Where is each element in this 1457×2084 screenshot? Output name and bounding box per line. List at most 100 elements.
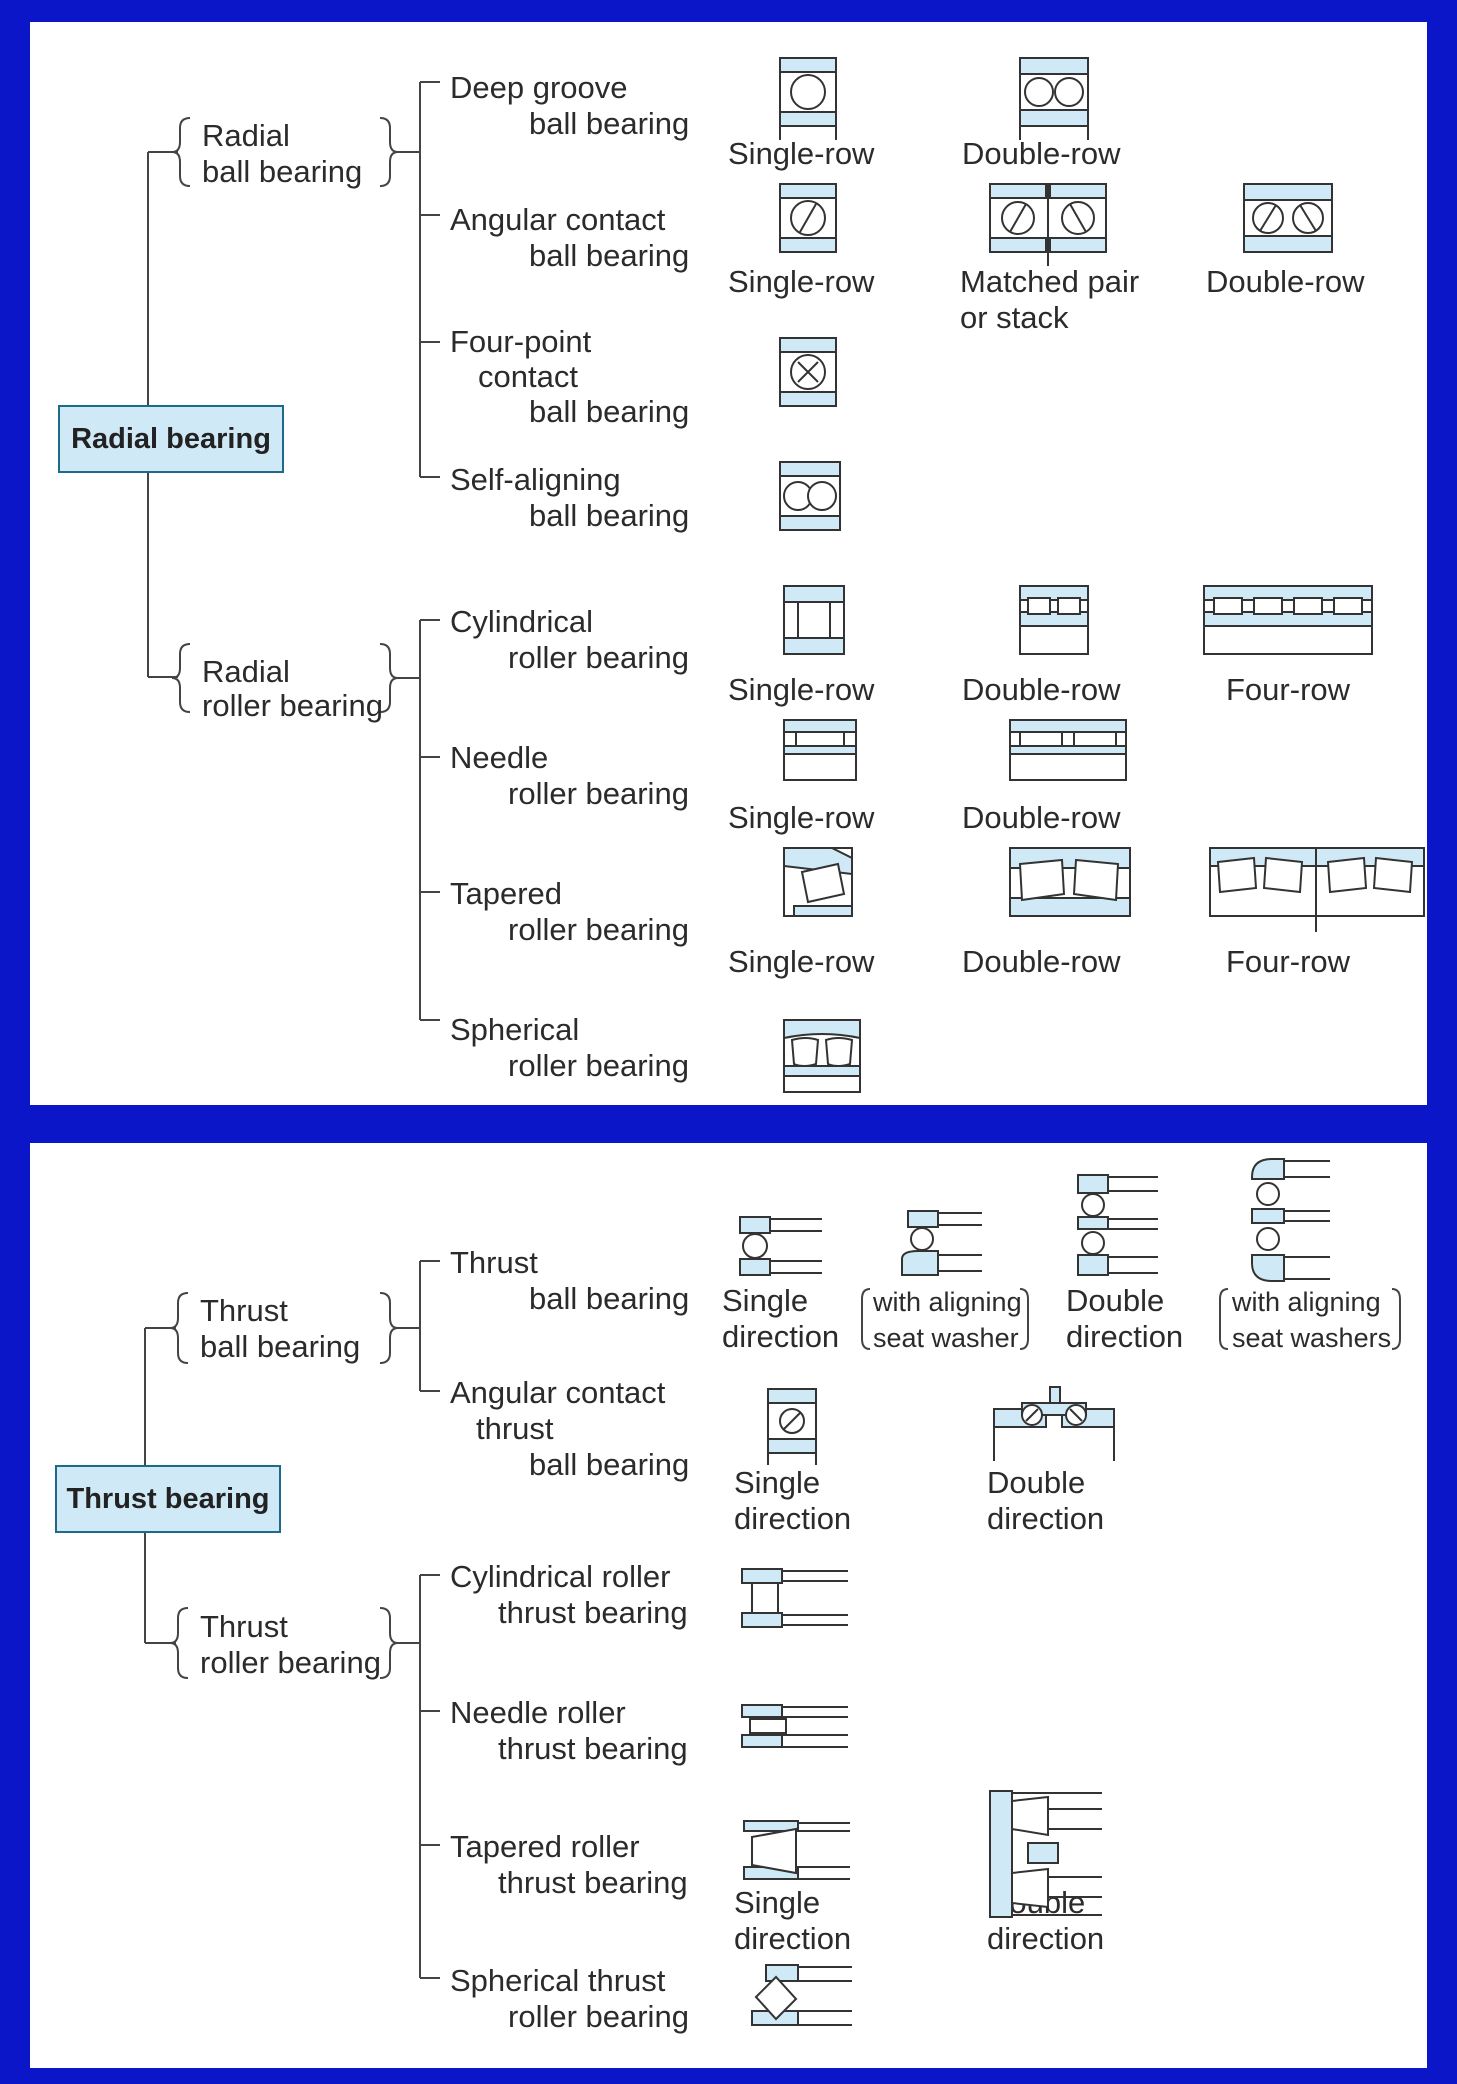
cyl-four-caption: Four-row xyxy=(1226,672,1351,707)
aligning-brackets xyxy=(861,1288,1401,1350)
spherical-thrust-l2: roller bearing xyxy=(508,1999,689,2034)
cylindrical-single-icon xyxy=(783,585,845,655)
angular-single-icon xyxy=(779,183,837,253)
tapered-double-caption: Double-row xyxy=(962,944,1121,979)
thrust-ball-aligning2-icon xyxy=(1251,1158,1330,1282)
angular-single-caption: Single-row xyxy=(728,264,875,299)
thrust-ball-double-icon xyxy=(1077,1174,1158,1276)
thrust-roller-group-l2: roller bearing xyxy=(200,1645,381,1680)
thrust-roller-group-l1: Thrust xyxy=(200,1609,288,1644)
deep-groove-single-caption: Single-row xyxy=(728,136,875,171)
cyl-thrust-icon xyxy=(741,1568,848,1628)
angular-thrust-double-icon xyxy=(993,1386,1115,1461)
cylindrical-l1: Cylindrical xyxy=(450,604,593,639)
thrust-ball-group-l2: ball bearing xyxy=(200,1329,361,1364)
spherical-thrust-icon xyxy=(751,1964,852,2026)
needle-thrust-l2: thrust bearing xyxy=(498,1731,688,1766)
radial-bearing-panel: Radial bearing Radial ball bearing Radia… xyxy=(30,22,1427,1105)
tapered-four-caption: Four-row xyxy=(1226,944,1351,979)
angular-thrust-l1b: thrust xyxy=(476,1411,554,1446)
angular-matched-caption-l2: or stack xyxy=(960,300,1069,335)
deep-groove-l2: ball bearing xyxy=(529,106,690,141)
needle-double-icon xyxy=(1009,719,1127,781)
cyl-single-caption: Single-row xyxy=(728,672,875,707)
angular-thrust-double-l1: Double xyxy=(987,1465,1086,1500)
angular-double-icon xyxy=(1243,183,1333,253)
needle-thrust-l1: Needle roller xyxy=(450,1695,626,1730)
needle-single-icon xyxy=(783,719,857,781)
tapered-thrust-double-l2: direction xyxy=(987,1921,1105,1956)
tapered-single-caption: Single-row xyxy=(728,944,875,979)
angular-matched-pair-icon xyxy=(989,183,1107,266)
thrust-ball-aligning2-l2: seat washers xyxy=(1232,1323,1392,1353)
radial-bearing-root: Radial bearing xyxy=(58,405,284,473)
self-aligning-icon xyxy=(779,461,841,531)
radial-tree-lines xyxy=(147,81,440,1021)
angular-thrust-single-l2: direction xyxy=(734,1501,852,1536)
thrust-ball-aligning2-l1: with aligning xyxy=(1232,1287,1381,1317)
tapered-l1: Tapered xyxy=(450,876,563,911)
angular-contact-l2: ball bearing xyxy=(529,238,690,273)
cyl-thrust-l1: Cylindrical roller xyxy=(450,1559,671,1594)
radial-roller-group-l1: Radial xyxy=(202,654,290,689)
four-point-icon xyxy=(779,337,837,407)
deep-groove-l1: Deep groove xyxy=(450,70,628,105)
angular-thrust-single-icon xyxy=(767,1388,817,1465)
angular-thrust-l1: Angular contact xyxy=(450,1375,666,1410)
tapered-thrust-single-icon xyxy=(743,1820,850,1880)
spherical-roller-icon xyxy=(783,1019,861,1093)
angular-thrust-double-l2: direction xyxy=(987,1501,1105,1536)
spherical-l2: roller bearing xyxy=(508,1048,689,1083)
deep-groove-double-caption: Double-row xyxy=(962,136,1121,171)
thrust-ball-single-l1: Single xyxy=(722,1283,809,1318)
angular-matched-caption-l1: Matched pair xyxy=(960,264,1140,299)
thrust-bearing-root: Thrust bearing xyxy=(55,1465,281,1533)
needle-single-caption: Single-row xyxy=(728,800,875,835)
tapered-thrust-single-l2: direction xyxy=(734,1921,852,1956)
four-point-l1: Four-point xyxy=(450,324,592,359)
spherical-thrust-l1: Spherical thrust xyxy=(450,1963,666,1998)
tapered-l2: roller bearing xyxy=(508,912,689,947)
radial-roller-group-l2: roller bearing xyxy=(202,688,383,723)
thrust-ball-aligning-l2: seat washer xyxy=(873,1323,1019,1353)
thrust-ball-l1: Thrust xyxy=(450,1245,538,1280)
thrust-ball-aligning-l1: with aligning xyxy=(873,1287,1022,1317)
radial-ball-group-l1: Radial xyxy=(202,118,290,153)
tapered-thrust-single-l1: Single xyxy=(734,1885,821,1920)
deep-groove-single-icon xyxy=(779,57,837,140)
cyl-double-caption: Double-row xyxy=(962,672,1121,707)
tapered-thrust-l2: thrust bearing xyxy=(498,1865,688,1900)
tapered-four-icon xyxy=(1209,847,1425,932)
self-aligning-l1: Self-aligning xyxy=(450,462,621,497)
needle-double-caption: Double-row xyxy=(962,800,1121,835)
radial-ball-group-l2: ball bearing xyxy=(202,154,363,189)
spherical-l1: Spherical xyxy=(450,1012,580,1047)
needle-thrust-icon xyxy=(741,1704,848,1748)
thrust-ball-l2: ball bearing xyxy=(529,1281,690,1316)
tapered-double-icon xyxy=(1009,847,1131,917)
thrust-ball-double-l1: Double xyxy=(1066,1283,1165,1318)
four-point-l1b: contact xyxy=(478,359,578,394)
cylindrical-double-icon xyxy=(1019,585,1089,655)
deep-groove-double-icon xyxy=(1019,57,1089,140)
angular-contact-l1: Angular contact xyxy=(450,202,666,237)
thrust-ball-aligning-icon xyxy=(901,1210,982,1276)
tapered-single-icon xyxy=(783,847,853,917)
thrust-ball-single-l2: direction xyxy=(722,1319,840,1354)
thrust-bearing-panel: Thrust bearing Thrust ball bearing Thrus… xyxy=(30,1143,1427,2068)
thrust-ball-single-icon xyxy=(739,1216,822,1276)
angular-double-caption: Double-row xyxy=(1206,264,1365,299)
tapered-thrust-double-icon xyxy=(989,1790,1102,1918)
tapered-thrust-l1: Tapered roller xyxy=(450,1829,640,1864)
four-point-l2: ball bearing xyxy=(529,394,690,429)
angular-thrust-l2: ball bearing xyxy=(529,1447,690,1482)
angular-thrust-single-l1: Single xyxy=(734,1465,821,1500)
needle-l1: Needle xyxy=(450,740,549,775)
self-aligning-l2: ball bearing xyxy=(529,498,690,533)
thrust-ball-group-l1: Thrust xyxy=(200,1293,288,1328)
cyl-thrust-l2: thrust bearing xyxy=(498,1595,688,1630)
thrust-tree-lines xyxy=(144,1260,440,1979)
needle-l2: roller bearing xyxy=(508,776,689,811)
cylindrical-l2: roller bearing xyxy=(508,640,689,675)
thrust-ball-double-l2: direction xyxy=(1066,1319,1184,1354)
